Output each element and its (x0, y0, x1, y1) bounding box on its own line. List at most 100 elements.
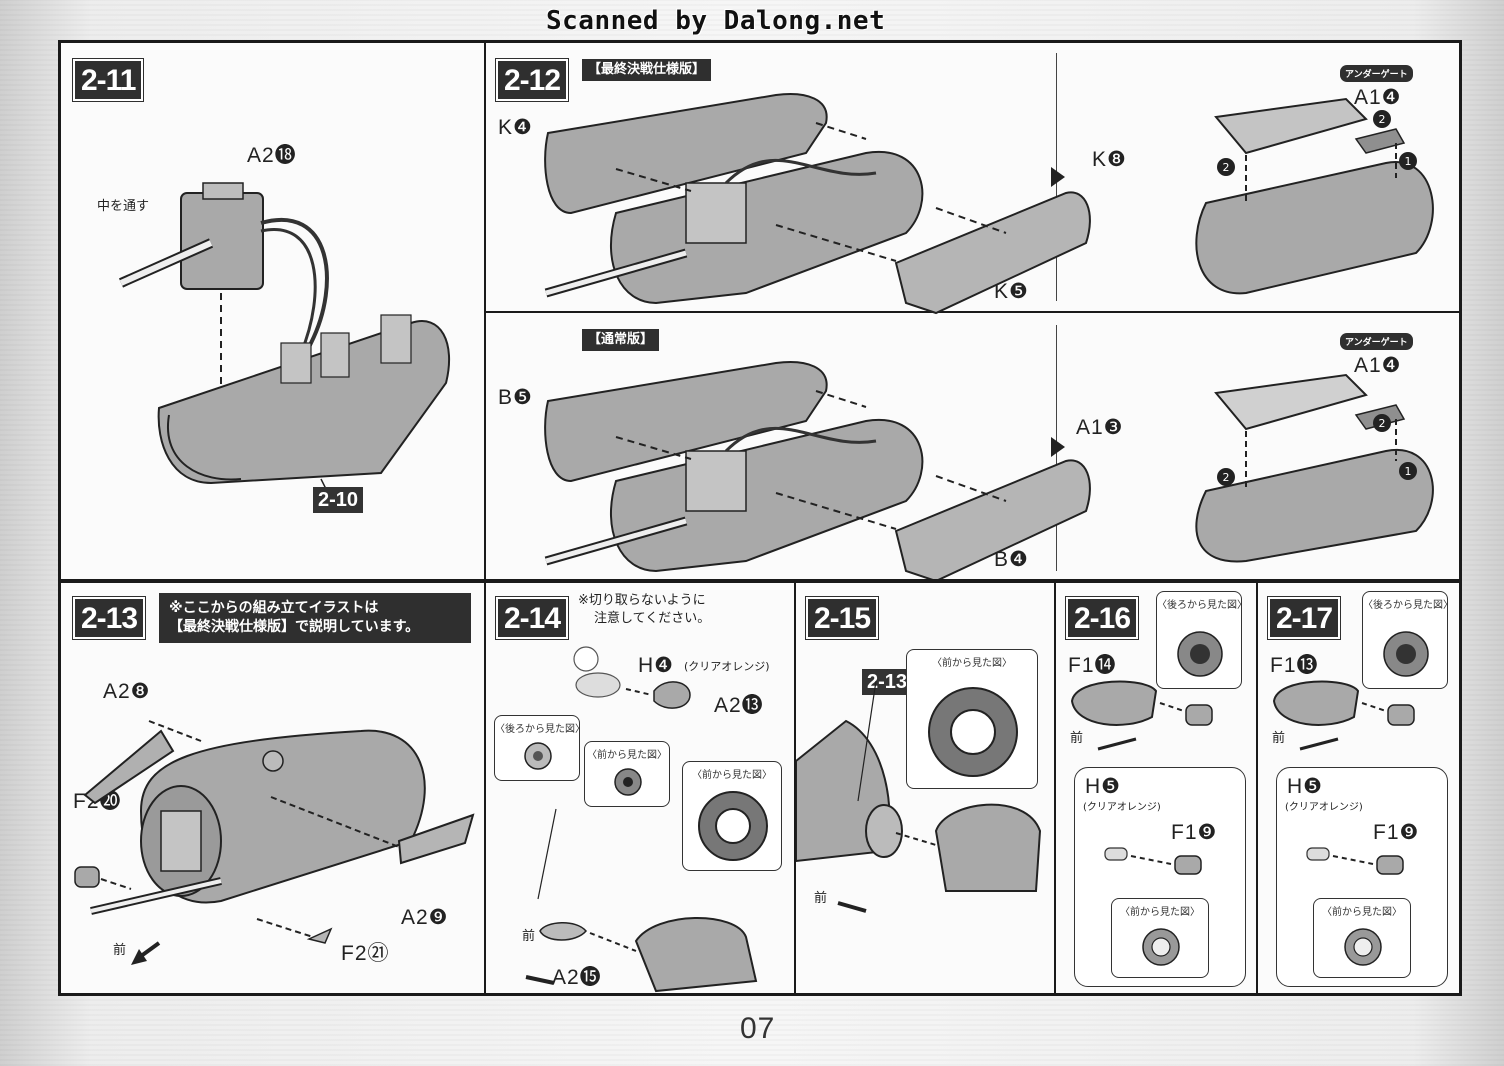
step-badge-2-13: 2-13 (71, 596, 147, 640)
front-view-title-small: 〈前から見た図〉 (587, 750, 667, 761)
front-label-2-15: 前 (814, 891, 828, 906)
part-label-h5-2-17: H❺ (1287, 775, 1323, 798)
panel-2-17: 2-17 〈後ろから見た図〉 F1⓭ 前 H❺ (クリアオレンジ) F1❾ 〈前… (1258, 581, 1462, 993)
rear-view-figure (524, 742, 552, 770)
part-label-a1-4-normal: A1❹ (1354, 354, 1402, 377)
rear-view-box-2-17: 〈後ろから見た図〉 (1362, 591, 1453, 689)
step-badge-2-15: 2-15 (804, 596, 880, 640)
part-label-a2-18: A2⓲ (247, 144, 297, 167)
ref-badge-2-13: 2-13 (862, 669, 913, 695)
main-row-divider (61, 581, 1462, 583)
rear-view-box-2-16: 〈後ろから見た図〉 (1156, 591, 1247, 689)
step-badge-2-17: 2-17 (1266, 596, 1342, 640)
panel-2-13: 2-13 ※ここからの組み立てイラストは 【最終決戦仕様版】で説明しています。 … (61, 581, 486, 993)
rear-view-figure-2-16 (1177, 631, 1223, 677)
front-view-box-small-2-14: 〈前から見た図〉 (584, 741, 670, 807)
svg-text:2: 2 (1379, 113, 1386, 126)
panel-2-12: 2-12 【最終決戦仕様版】 K❹ K❺ K❽ A1❹ アンダーゲート (486, 43, 1462, 581)
front-view-box-large-2-14: 〈前から見た図〉 (682, 761, 782, 871)
part-label-a2-13: A2⓭ (714, 694, 764, 717)
part-label-b5: B❺ (498, 386, 533, 409)
panel-2-14: 2-14 ※切り取らないように 注意してください。 H❹ (クリアオレンジ) A… (486, 581, 796, 993)
assembly-illustration-2-17 (1272, 680, 1415, 751)
part-label-f1-9-2-17: F1❾ (1373, 821, 1420, 844)
part-label-h4: H❹ (638, 654, 674, 677)
panel-2-15: 2-15 2-13 〈前から見た図〉 前 (796, 581, 1056, 993)
part-label-f1-9-2-16: F1❾ (1171, 821, 1218, 844)
front-view-title-2-17: 〈前から見た図〉 (1322, 907, 1402, 918)
watermark: Scanned by Dalong.net (546, 6, 886, 36)
rear-view-figure-2-17 (1383, 631, 1429, 677)
part-label-a1-3: A1❸ (1076, 416, 1124, 439)
caution-line-1: ※切り取らないように (578, 593, 706, 608)
step-badge-2-12: 2-12 (494, 58, 570, 102)
h5-note-2-17: (クリアオレンジ) (1285, 802, 1363, 813)
svg-text:1: 1 (1405, 155, 1412, 168)
rear-view-title: 〈後ろから見た図〉 (495, 724, 585, 735)
assembly-illustration-2-11 (118, 182, 451, 500)
part-label-a1-4-final: A1❹ (1354, 86, 1402, 109)
step-badge-2-11: 2-11 (71, 58, 145, 102)
h5-note-2-16: (クリアオレンジ) (1083, 802, 1161, 813)
part-label-f1-13: F1⓭ (1270, 654, 1319, 677)
part-label-f2-21: F2㉑ (341, 942, 390, 965)
front-label-2-13: 前 (113, 943, 127, 958)
detail-figure-2-17 (1306, 847, 1404, 875)
note-line-1: ※ここからの組み立てイラストは (169, 600, 379, 616)
front-view-box-2-16: 〈前から見た図〉 (1111, 898, 1209, 978)
front-view-figure-2-17 (1344, 928, 1382, 966)
front-view-title-large: 〈前から見た図〉 (692, 770, 772, 781)
rear-view-title-2-17: 〈後ろから見た図〉 (1363, 600, 1453, 611)
through-label: 中を通す (97, 199, 150, 214)
svg-text:2: 2 (1223, 471, 1230, 484)
arrow-right-bottom (1051, 437, 1065, 457)
under-gate-tag-final: アンダーゲート (1340, 65, 1413, 82)
front-view-figure-2-16 (1142, 928, 1180, 966)
row-divider (486, 311, 1462, 313)
front-view-box-2-15: 〈前から見た図〉 (906, 649, 1038, 789)
part-label-b4: B❹ (994, 548, 1029, 571)
front-view-title-2-15: 〈前から見た図〉 (932, 658, 1012, 669)
detail-box-2-16: H❺ (クリアオレンジ) F1❾ 〈前から見た図〉 (1074, 767, 1246, 987)
version-tag-normal: 【通常版】 (582, 329, 660, 351)
front-view-box-2-17: 〈前から見た図〉 (1313, 898, 1411, 978)
assembly-illustration-2-16 (1070, 680, 1213, 751)
step-badge-2-16: 2-16 (1064, 596, 1140, 640)
part-label-k4: K❹ (498, 116, 533, 139)
front-label-2-17: 前 (1272, 731, 1286, 746)
assembly-illustration-2-13 (74, 720, 475, 965)
h4-note: (クリアオレンジ) (684, 660, 770, 673)
part-label-k5: K❺ (994, 280, 1029, 303)
rear-view-title-2-16: 〈後ろから見た図〉 (1157, 600, 1247, 611)
assembly-illustration-2-14 (525, 646, 758, 993)
svg-text:2: 2 (1379, 417, 1386, 430)
front-view-title-2-16: 〈前から見た図〉 (1120, 907, 1200, 918)
instruction-sheet: 2-11 A2⓲ 中を通す 2-10 2-12 【最終決戦仕様版】 (58, 40, 1462, 996)
page-number: 07 (740, 1012, 776, 1045)
detail-box-2-17: H❺ (クリアオレンジ) F1❾ 〈前から見た図〉 (1276, 767, 1448, 987)
part-label-k8: K❽ (1092, 148, 1127, 171)
panel-2-16: 2-16 〈後ろから見た図〉 F1⓮ 前 H❺ (クリアオレンジ) F1❾ 〈前… (1056, 581, 1258, 993)
assembly-illustration-2-12-final: 2 2 1 (544, 93, 1434, 315)
part-label-a2-8: A2❽ (103, 680, 151, 703)
part-label-h5-2-16: H❺ (1085, 775, 1121, 798)
front-label-2-16: 前 (1070, 731, 1084, 746)
front-view-figure-small (614, 768, 642, 796)
part-label-a2-15: A2⓯ (552, 966, 602, 989)
front-view-figure-large (698, 791, 768, 861)
step-badge-2-14: 2-14 (494, 596, 570, 640)
svg-text:2: 2 (1223, 161, 1230, 174)
version-tag-final: 【最終決戦仕様版】 (582, 59, 712, 81)
front-view-figure-2-15 (928, 687, 1018, 777)
under-gate-tag-normal: アンダーゲート (1340, 333, 1413, 350)
ref-badge-2-10: 2-10 (313, 487, 364, 513)
part-label-a2-9: A2❾ (401, 906, 449, 929)
note-box-2-13: ※ここからの組み立てイラストは 【最終決戦仕様版】で説明しています。 (159, 593, 471, 643)
part-label-f1-14: F1⓮ (1068, 654, 1117, 677)
front-label-2-14: 前 (522, 929, 536, 944)
svg-text:1: 1 (1405, 465, 1412, 478)
detail-figure-2-16 (1104, 847, 1202, 875)
panel-2-11: 2-11 A2⓲ 中を通す 2-10 (61, 43, 486, 581)
assembly-illustration-2-12-normal: 2 2 1 (544, 361, 1434, 579)
arrow-right-top (1051, 167, 1065, 187)
